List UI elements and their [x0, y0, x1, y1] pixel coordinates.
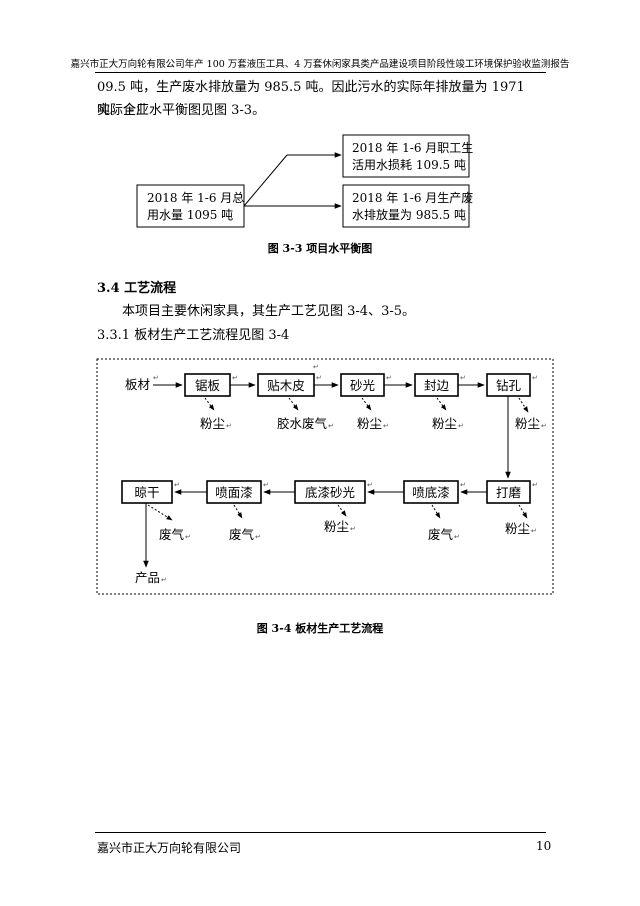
emission-arrow-6: [518, 504, 528, 519]
page-number: 10: [536, 839, 552, 853]
domestic-loss-box: [342, 134, 470, 178]
emission-label-10: 废气: [159, 527, 185, 542]
pilcrow-mark: ↵: [313, 363, 319, 371]
footer-rule: [95, 832, 546, 833]
pilcrow-mark: ↵: [185, 533, 191, 541]
step-label-6: 打磨: [496, 485, 522, 500]
emission-arrow-2: [288, 397, 299, 411]
wastewater-line-1: 2018 年 1-6 月生产废: [352, 190, 473, 205]
emission-label-4: 粉尘: [432, 416, 457, 431]
pilcrow-mark: ↵: [263, 481, 269, 489]
section-heading: 3.4 工艺流程: [97, 281, 177, 296]
emission-label-1: 粉尘: [200, 416, 225, 431]
pilcrow-mark: ↵: [541, 422, 547, 430]
pilcrow-mark: ↵: [458, 422, 464, 430]
emission-arrow-7: [431, 504, 441, 519]
pilcrow-mark: ↵: [532, 481, 538, 489]
pilcrow-mark: ↵: [226, 422, 232, 430]
step-label-3: 砂光: [350, 378, 375, 393]
pilcrow-mark: ↵: [153, 374, 159, 382]
pilcrow-mark: ↵: [350, 525, 356, 533]
process-flow-diagram: 板材 锯板 贴木皮 砂光 封边 钻孔 打磨 喷底漆 底漆砂光 喷面漆 晾干: [96, 358, 554, 595]
product-label: 产品: [135, 570, 160, 585]
wastewater-line-2: 水排放量为 985.5 吨: [352, 207, 466, 222]
pilcrow-mark: ↵: [460, 481, 466, 489]
pilcrow-mark: ↵: [386, 374, 392, 382]
emission-arrow-10: [147, 504, 173, 521]
pilcrow-mark: ↵: [174, 481, 180, 489]
step-label-10: 晾干: [134, 485, 159, 500]
pilcrow-mark: ↵: [367, 481, 373, 489]
footer-company: 嘉兴市正大万向轮有限公司: [97, 841, 242, 855]
emission-arrow-3: [361, 397, 372, 411]
domestic-loss-line-2: 活用水损耗 109.5 吨: [352, 158, 466, 172]
emission-label-3: 粉尘: [357, 416, 382, 431]
page-header: 嘉兴市正大万向轮有限公司年产 100 万套液压工具、4 万套休闲家具类产品建设项…: [70, 59, 570, 70]
wastewater-box: [342, 184, 470, 228]
pilcrow-mark: ↵: [460, 374, 466, 382]
intro-line-2: 实际全厂水平衡图见图 3-3。: [97, 103, 266, 118]
water-balance-diagram: 2018 年 1-6 月总 用水量 1095 吨 2018 年 1-6 月职工生…: [136, 134, 473, 228]
pilcrow-mark: ↵: [532, 374, 538, 382]
section-text: 本项目主要休闲家具，其生产工艺见图 3-4、3-5。: [122, 304, 416, 319]
emission-label-8: 粉尘: [324, 519, 349, 534]
step-label-4: 封边: [424, 378, 450, 393]
figure-3-4-caption: 图 3-4 板材生产工艺流程: [256, 622, 384, 635]
flow-frame: [96, 358, 554, 595]
pilcrow-mark: ↵: [531, 527, 537, 535]
emission-arrow-5: [518, 397, 529, 413]
input-label: 板材: [125, 377, 150, 392]
figure-3-3-caption: 图 3-3 项目水平衡图: [267, 242, 373, 255]
step-label-8: 底漆砂光: [305, 485, 355, 500]
pilcrow-mark: ↵: [454, 533, 460, 541]
pilcrow-mark: ↵: [383, 422, 389, 430]
emission-label-5: 粉尘: [515, 416, 540, 431]
emission-arrow-8: [337, 504, 347, 517]
emission-arrow-9: [233, 504, 243, 519]
step-label-1: 锯板: [195, 378, 221, 393]
emission-label-9: 废气: [229, 527, 255, 542]
header-rule: [95, 72, 546, 73]
step-label-9: 喷面漆: [215, 485, 253, 500]
step-label-2: 贴木皮: [267, 378, 305, 393]
pilcrow-mark: ↵: [161, 576, 167, 584]
pilcrow-mark: ↵: [316, 374, 322, 382]
pilcrow-mark: ↵: [232, 374, 238, 382]
total-water-box: [136, 184, 245, 228]
step-box-10: [121, 480, 173, 504]
emission-label-2: 胶水废气: [277, 416, 328, 431]
domestic-loss-line-1: 2018 年 1-6 月职工生: [352, 141, 473, 155]
intro-line-1: 09.5 吨，生产废水排放量为 985.5 吨。因此污水的实际年排放量为 197…: [97, 80, 525, 118]
emission-label-7: 废气: [428, 527, 454, 542]
pilcrow-mark: ↵: [328, 422, 334, 430]
connector-diagonal: [243, 154, 288, 207]
step-label-5: 钻孔: [496, 378, 522, 393]
subsection-heading: 3.3.1 板材生产工艺流程见图 3-4: [97, 328, 290, 343]
emission-label-6: 粉尘: [505, 521, 530, 536]
step-label-7: 喷底漆: [412, 485, 450, 500]
emission-arrow-4: [436, 397, 447, 411]
total-water-line-1: 2018 年 1-6 月总: [147, 191, 244, 205]
pilcrow-mark: ↵: [255, 533, 261, 541]
total-water-line-2: 用水量 1095 吨: [147, 208, 233, 222]
emission-arrow-1: [204, 397, 215, 411]
